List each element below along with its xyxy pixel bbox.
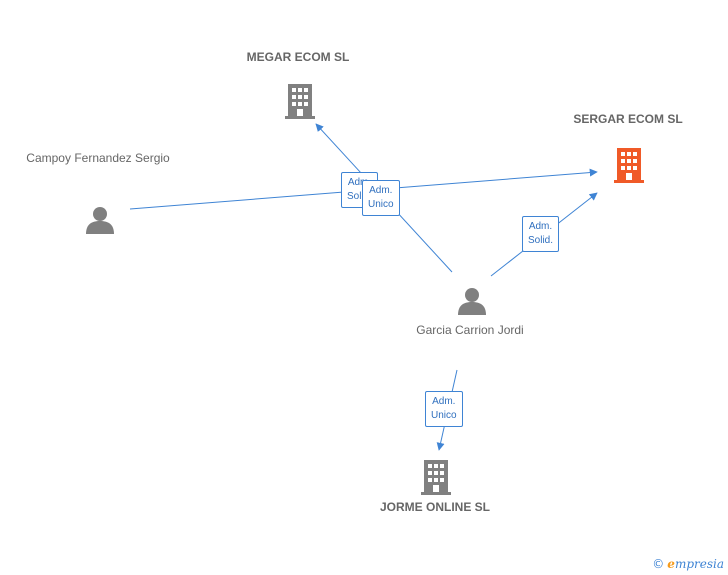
label-line: Campoy — [26, 151, 71, 165]
brand-logo-initial: e — [667, 557, 675, 571]
person-label-garcia[interactable]: Garcia Carrion Jordi — [416, 323, 523, 338]
label-line: ECOM SL — [628, 112, 683, 126]
edge-label-line: Solid. — [347, 191, 373, 202]
edge-label-garcia-megar[interactable]: Adm. Unico — [362, 180, 400, 216]
edge-label-line: Unico — [431, 410, 457, 421]
label-line: Carrion — [454, 323, 495, 337]
label-line: Sergio — [135, 151, 170, 165]
edge-label-line: Solid. — [528, 235, 554, 246]
brand-logo-text: mpresia — [674, 557, 724, 571]
person-icon[interactable] — [458, 288, 486, 315]
person-label-campoy[interactable]: Campoy Fernandez Sergio — [26, 151, 169, 166]
label-line: Jordi — [497, 323, 524, 337]
edge-label-line: Adm. — [528, 221, 553, 232]
edge-label-line: Adm. — [369, 185, 393, 196]
label-line: Fernandez — [74, 151, 132, 165]
label-line: SERGAR — [573, 112, 625, 126]
edge-label-line: Adm. — [432, 396, 456, 407]
company-label-megar[interactable]: MEGAR ECOM SL — [247, 50, 350, 65]
company-label-sergar[interactable]: SERGAR ECOM SL — [573, 112, 682, 127]
building-icon[interactable] — [285, 84, 315, 119]
copyright-symbol: © — [652, 557, 665, 571]
label-line: Garcia — [416, 323, 452, 337]
footer-credit: ©empresia — [652, 557, 724, 571]
edge-label-garcia-jorme[interactable]: Adm. Unico — [425, 391, 463, 427]
building-focus-icon[interactable] — [614, 148, 644, 183]
building-icon[interactable] — [421, 460, 451, 495]
person-icon[interactable] — [86, 207, 114, 234]
label-line: ONLINE SL — [426, 500, 491, 514]
label-line: MEGAR — [246, 50, 292, 64]
edge-label-garcia-sergar[interactable]: Adm. Solid. — [522, 216, 560, 252]
label-line: JORME — [379, 500, 423, 514]
edge-label-line: Adm. — [347, 177, 372, 188]
company-label-jorme[interactable]: JORME ONLINE SL — [380, 500, 490, 515]
edge-label-line: Unico — [368, 199, 394, 210]
label-line: ECOM SL — [294, 50, 350, 64]
